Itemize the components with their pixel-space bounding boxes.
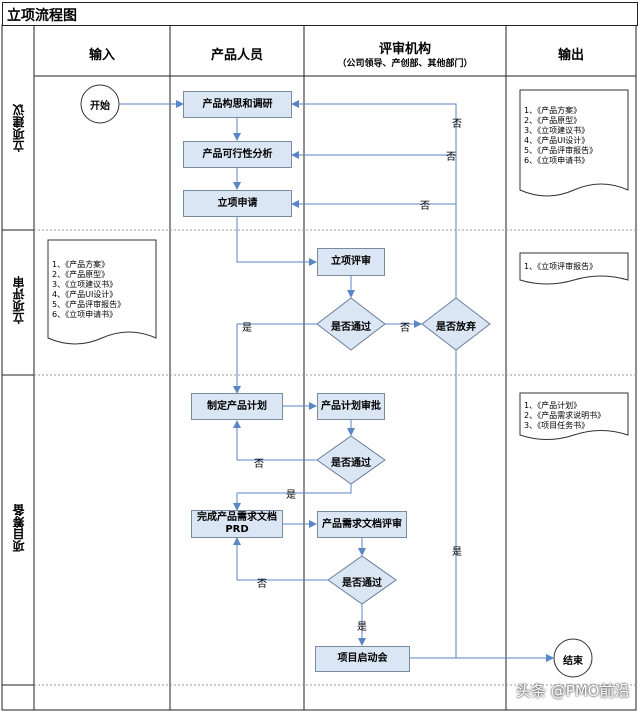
watermark: 头条 @PMO前沿 [516,682,630,700]
doc-item: 2、《产品需求说明书》 [524,411,606,420]
doc-item: 1、《产品方案》 [52,260,110,269]
doc-item: 3、《项目任务书》 [524,421,590,430]
edge-label-yes-abandon: 是 [452,547,462,558]
lane-label-proposal: 立项建议 [12,104,26,152]
process-req-review: 产品需求文档评审 [317,511,407,538]
doc-item: 4、《产品UI设计》 [524,136,590,145]
edge-label-no-pass3: 否 [257,579,267,590]
doc-shape-output-preparation [519,392,629,440]
doc-item: 2、《产品原型》 [52,270,110,279]
doc-shape-output-evaluation [519,252,629,285]
process-make-plan: 制定产品计划 [191,393,283,420]
decision-abandon: 是否放弃 [436,322,476,333]
doc-item: 1、《产品计划》 [524,401,582,410]
edge-label-yes-pass2: 是 [286,490,296,501]
process-approval-review: 立项评审 [317,248,385,276]
process-kickoff: 项目启动会 [315,646,410,672]
doc-item: 4、《产品UI设计》 [52,290,118,299]
lane-label-evaluation: 立项评审 [12,276,26,324]
process-prd-line2: PRD [225,524,249,535]
column-header-input: 输入 [88,48,115,63]
decision-pass3: 是否通过 [342,578,382,589]
doc-output-evaluation: 1、《立项评审报告》 [524,262,597,272]
doc-item: 3、《立项建议书》 [524,126,590,135]
decision-pass1-shape [316,297,386,351]
doc-output-proposal: 1、《产品方案》 2、《产品原型》 3、《立项建议书》 4、《产品UI设计》 5… [524,106,597,166]
edge-label-no-pass2: 否 [254,459,264,470]
diagram-title-bar: 立项流程图 [2,2,638,26]
doc-item: 6、《立项申请书》 [524,156,590,165]
column-header-review: 评审机构 [378,42,431,57]
process-feasibility: 产品可行性分析 [183,141,292,168]
column-header-output: 输出 [557,48,584,63]
doc-item: 5、《产品评审报告》 [524,146,598,155]
end-circle [553,638,593,678]
decision-pass2: 是否通过 [331,458,371,469]
doc-input-evaluation: 1、《产品方案》 2、《产品原型》 3、《立项建议书》 4、《产品UI设计》 5… [52,260,125,320]
process-conceive: 产品构思和调研 [183,91,292,118]
edge-label-no-apply: 否 [420,201,430,212]
edge-label-no-pass1: 否 [400,323,410,334]
edge-label-yes-pass1: 是 [242,323,252,334]
doc-output-preparation: 1、《产品计划》 2、《产品需求说明书》 3、《项目任务书》 [524,401,605,431]
doc-item: 6、《立项申请书》 [52,310,118,319]
connectors [119,100,554,662]
process-prd-line1: 完成产品需求文档 [197,512,277,523]
end-node: 结束 [563,656,583,667]
edge-label-yes-pass3: 是 [357,622,367,633]
doc-item: 1、《产品方案》 [524,106,582,115]
doc-item: 3、《立项建议书》 [52,280,118,289]
doc-item: 2、《产品原型》 [524,116,582,125]
column-header-product: 产品人员 [210,48,263,63]
diagram-title: 立项流程图 [7,8,77,24]
lane-dividers [34,229,636,686]
lane-label-preparation: 项目筹备 [12,504,26,552]
process-prd: 完成产品需求文档 PRD [191,510,283,538]
process-plan-review: 产品计划审批 [317,393,385,420]
start-node: 开始 [90,101,110,112]
edge-label-no-conceive: 否 [452,119,462,130]
doc-shape-input-evaluation [47,239,157,345]
column-header-review-sub: （公司领导、产创部、其他部门） [337,59,473,69]
process-apply: 立项申请 [183,190,292,217]
edge-label-no-feasibility: 否 [446,152,456,163]
doc-item: 5、《产品评审报告》 [52,300,126,309]
decision-pass1: 是否通过 [331,322,371,333]
doc-item: 1、《立项评审报告》 [524,262,598,271]
doc-shape-output-proposal [519,89,629,197]
